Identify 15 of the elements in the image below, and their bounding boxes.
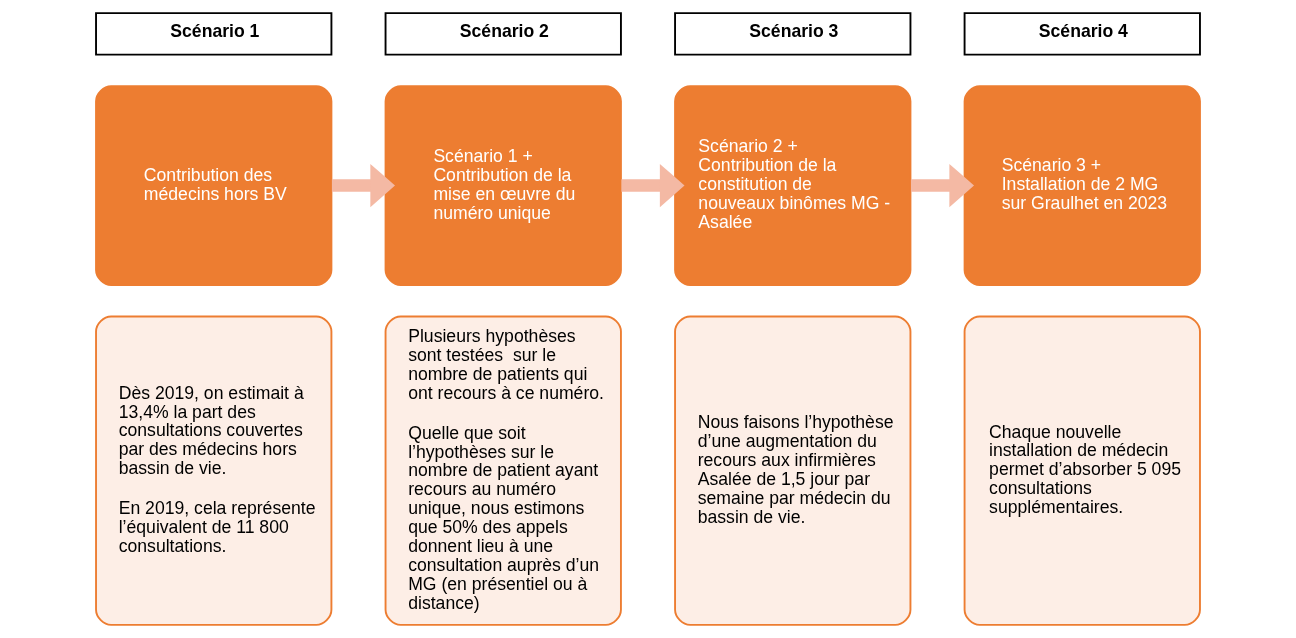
- node-box: Scénario 2 + Contribution de la constitution de nouveaux binômes MG - Asalée: [674, 85, 912, 286]
- node-box: Scénario 2: [384, 12, 622, 56]
- node-box: Dès 2019, on estimait à 13,4% la part des consultations couvertes par des médecins hors bassin de vie. En 2019, cela représente l’équivalent de 11 800 consultations.: [95, 315, 333, 626]
- node-box: Chaque nouvelle installation de médecin permet d’absorber 5 095 consultations supplémentaires.: [963, 315, 1201, 626]
- node-box: Scénario 3 + Installation de 2 MG sur Graulhet en 2023: [963, 85, 1201, 286]
- node-box: Scénario 1 + Contribution de la mise en œuvre du numéro unique: [384, 85, 622, 286]
- node-box: Scénario 1: [95, 12, 333, 56]
- node-box: Scénario 3: [674, 12, 912, 56]
- arrow: [910, 164, 975, 208]
- node-box: Nous faisons l’hypothèse d’une augmentation du recours aux infirmières Asalée de 1,5 jour par semaine par médecin du bassin de vie.: [674, 315, 912, 626]
- arrow: [621, 164, 685, 208]
- node-box: Contribution des médecins hors BV: [95, 85, 333, 286]
- arrow: [331, 164, 395, 208]
- node-box: Scénario 4: [963, 12, 1201, 56]
- node-box: Plusieurs hypothèses sont testées sur le nombre de patients qui ont recours à ce numéro. Quelle que soit l’hypothèses sur le nombre de patient ayant recours au numéro unique, nous estimons que 50% des appels donnent lieu à une consultation auprès d’un MG (en présentiel ou à distance): [384, 315, 622, 626]
